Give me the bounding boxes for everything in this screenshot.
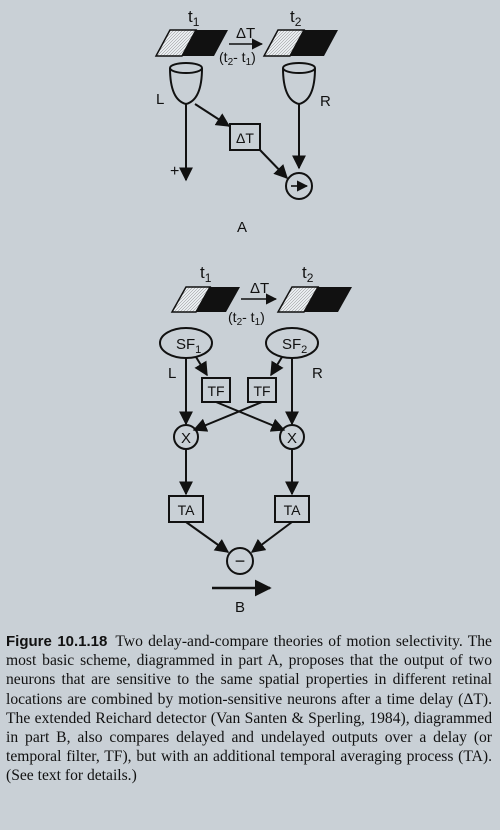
motion-detector-diagram: t1 t2 ΔT (t2- t1) L R + ΔT A <box>154 7 352 616</box>
delay-box <box>229 123 261 151</box>
figure-label: Figure 10.1.18 <box>6 633 108 650</box>
caption-text: Two delay-and-compare theories of motion… <box>6 633 492 785</box>
minus-sign: − <box>235 551 246 571</box>
stimulus-bar-t1 <box>154 29 228 57</box>
ta-right-to-subtract-arrow <box>250 521 293 553</box>
tf-right-to-left-mult-arrow <box>192 401 263 432</box>
svg-text:X: X <box>287 430 297 447</box>
comparator-circle <box>285 172 313 200</box>
panel-b: t1 t2 ΔT (t2- t1) SF1 SF2 L R TF TF X X <box>159 263 352 616</box>
delta-t-label: ΔT <box>236 25 255 42</box>
time-label-t1: t1 <box>200 263 212 285</box>
svg-text:TF: TF <box>253 383 270 399</box>
stimulus-bar-t1 <box>170 286 240 313</box>
panel-a-label: A <box>237 219 247 236</box>
panel-a: t1 t2 ΔT (t2- t1) L R + ΔT A <box>154 7 338 236</box>
plus-sign: + <box>170 163 179 180</box>
time-difference-label: (t2- t1) <box>228 309 265 328</box>
subtractor-circle <box>226 547 254 575</box>
left-label: L <box>168 365 176 382</box>
left-label: L <box>156 91 164 108</box>
delay-to-comparator-arrow <box>259 149 288 180</box>
svg-text:TA: TA <box>178 502 196 518</box>
right-label: R <box>312 365 323 382</box>
time-difference-label: (t2- t1) <box>219 49 256 68</box>
svg-text:X: X <box>181 430 191 447</box>
time-label-t2: t2 <box>290 7 302 29</box>
sf1-to-tf-arrow <box>194 356 208 377</box>
sf2-to-tf-arrow <box>270 356 284 377</box>
right-label: R <box>320 93 331 110</box>
svg-text:TF: TF <box>207 383 224 399</box>
time-label-t1: t1 <box>188 7 200 29</box>
panel-b-label: B <box>235 599 245 616</box>
stimulus-bar-t2 <box>262 29 338 57</box>
svg-text:TA: TA <box>284 502 302 518</box>
svg-text:ΔT: ΔT <box>236 130 254 146</box>
svg-text:SF1: SF1 <box>176 336 201 356</box>
time-label-t2: t2 <box>302 263 314 285</box>
delta-t-label: ΔT <box>250 280 269 297</box>
stimulus-bar-t2 <box>276 286 352 313</box>
left-to-delay-arrow <box>194 103 231 127</box>
ta-left-to-subtract-arrow <box>185 521 230 553</box>
svg-text:SF2: SF2 <box>282 336 307 356</box>
tf-left-to-right-mult-arrow <box>215 401 286 432</box>
